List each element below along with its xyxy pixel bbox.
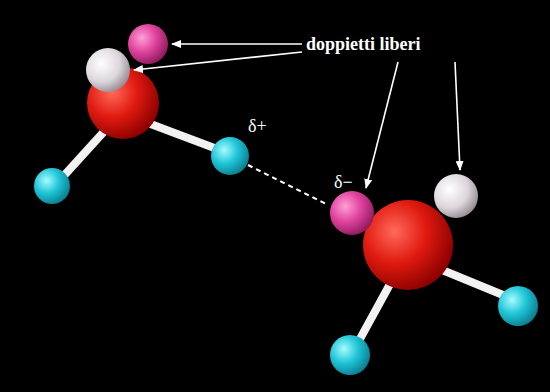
hydrogen-atom xyxy=(330,335,370,375)
charge-label: δ− xyxy=(334,172,353,193)
charge-label: δ+ xyxy=(248,116,267,137)
lone-pair-label: doppietti liberi xyxy=(306,34,421,55)
hydrogen-atom xyxy=(498,286,538,326)
hydrogen-atom xyxy=(34,168,70,204)
lone-pair xyxy=(330,191,374,235)
hydrogen-atom xyxy=(211,137,249,175)
bond xyxy=(60,120,515,348)
hydrogen-bond xyxy=(248,165,328,205)
lone-pair xyxy=(434,174,478,218)
lone-pair xyxy=(86,48,130,92)
oxygen-atom xyxy=(363,200,453,290)
lone-pair xyxy=(128,24,168,64)
leader-arrow xyxy=(134,44,460,188)
